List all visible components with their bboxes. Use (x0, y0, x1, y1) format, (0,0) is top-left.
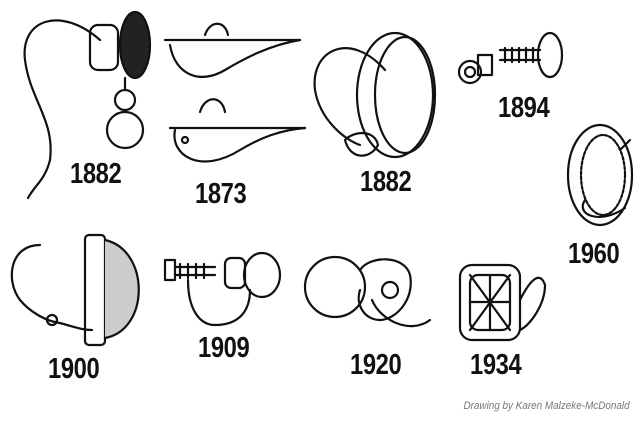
earring-1909-screwback-drawing (163, 251, 282, 327)
drawing-credit: Drawing by Karen Malzeke-McDonald (463, 400, 630, 412)
year-label-1960: 1960 (568, 238, 620, 270)
year-label-1882-hook: 1882 (70, 158, 122, 190)
earring-1960-clip-drawing (566, 123, 634, 227)
earring-1882-disc-drawing (313, 31, 437, 159)
earring-1920-clip-drawing (303, 255, 432, 328)
earring-1894-screw-drawing (457, 31, 564, 85)
year-label-1882-disc: 1882 (360, 166, 412, 198)
year-label-1909: 1909 (198, 332, 250, 364)
year-label-1934: 1934 (470, 349, 522, 381)
year-label-1873: 1873 (195, 178, 247, 210)
earring-1873-pin-drawing (163, 22, 307, 163)
earring-1882-hook-drawing (23, 10, 152, 200)
year-label-1900: 1900 (48, 353, 100, 385)
year-label-1920: 1920 (350, 349, 402, 381)
earring-1934-clip-drawing (458, 263, 547, 342)
earring-1900-hook-drawing (10, 233, 140, 347)
year-label-1894: 1894 (498, 92, 550, 124)
